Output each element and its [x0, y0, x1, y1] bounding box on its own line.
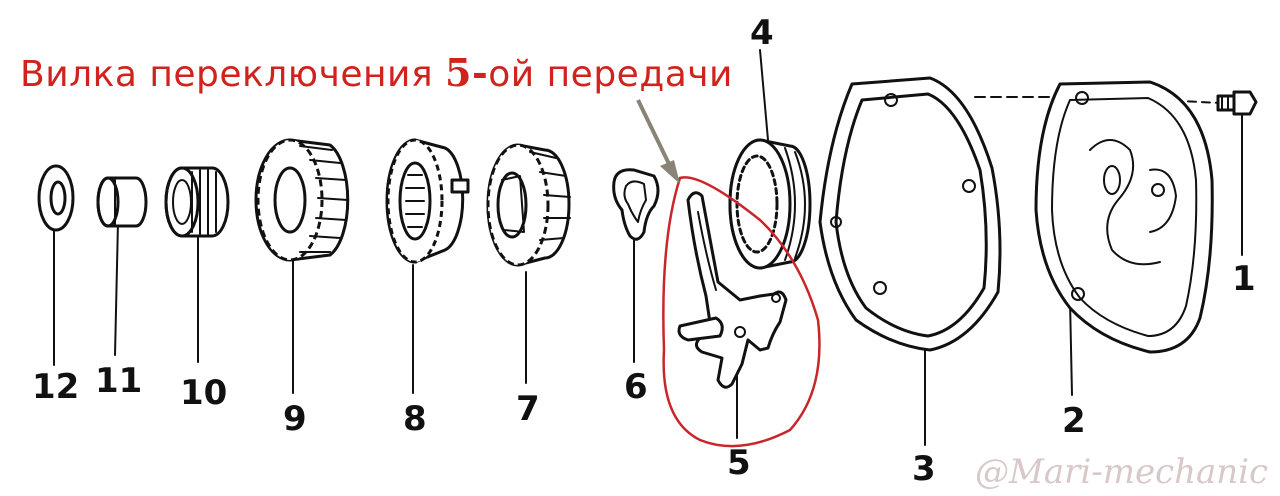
label-8: 8	[403, 399, 427, 439]
caption-number: 5-	[445, 50, 489, 95]
part-9-gear	[254, 138, 350, 262]
part-10-needle-bearing	[164, 166, 230, 238]
label-4: 4	[750, 13, 774, 53]
part-1-bolt	[1216, 90, 1258, 116]
part-12-washer	[37, 164, 75, 232]
label-11: 11	[95, 361, 142, 401]
part-3-gasket	[818, 76, 1002, 352]
callout-arrow	[636, 99, 680, 184]
label-2: 2	[1062, 401, 1086, 441]
caption-title: Вилка переключения 5-ой передачи	[20, 50, 733, 95]
part-11-bushing	[96, 176, 148, 228]
part-2-cover	[1034, 80, 1214, 354]
label-7: 7	[516, 389, 540, 429]
part-7-gear	[486, 143, 571, 267]
leader-lines	[53, 49, 1243, 446]
label-6: 6	[624, 367, 648, 407]
part-5-shift-fork	[677, 191, 788, 389]
part-4-sleeve	[728, 138, 812, 270]
label-3: 3	[912, 449, 936, 489]
highlight-outline	[662, 176, 821, 448]
label-10: 10	[180, 373, 227, 413]
caption-part-b: ой передачи	[488, 54, 733, 95]
caption-part-a: Вилка переключения	[20, 54, 446, 95]
label-12: 12	[32, 367, 79, 407]
label-1: 1	[1232, 259, 1256, 299]
watermark: @Mari-mechanic	[975, 452, 1269, 492]
label-5: 5	[727, 443, 751, 483]
label-9: 9	[283, 399, 307, 439]
part-6-plate	[612, 168, 660, 241]
part-8-synchronizer	[385, 138, 470, 264]
